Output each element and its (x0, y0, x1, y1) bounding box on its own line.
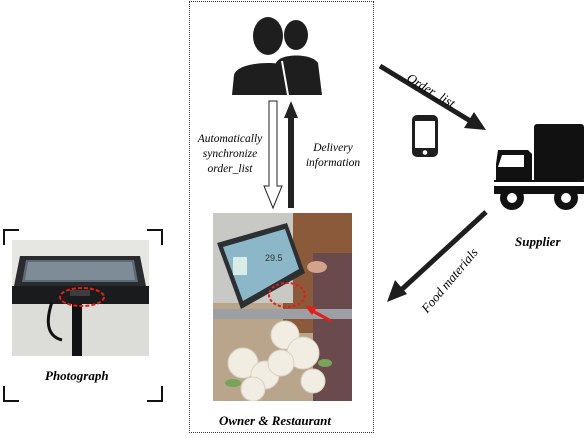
sync-down-arrow (263, 100, 283, 210)
photo-frame-corner-tr (147, 229, 163, 245)
supplier-label: Supplier (515, 234, 561, 249)
users-icon (232, 17, 322, 95)
device-photo (12, 240, 149, 356)
restaurant-scale-photo: 29.5 (213, 213, 352, 401)
photo-frame-corner-tl (3, 229, 19, 245)
delivery-up-arrow (284, 101, 298, 208)
photo-frame-corner-br (147, 386, 163, 402)
delivery-info-label: Delivery information (305, 142, 361, 169)
order-list-arrow (378, 63, 486, 130)
photograph-label: Photograph (45, 368, 109, 383)
photo-frame-corner-bl (3, 386, 19, 402)
owner-restaurant-container (189, 1, 374, 433)
auto-sync-label: Automatically synchronize order_list (197, 133, 263, 175)
delivery-truck-icon (494, 124, 586, 210)
scale-display-value: 29.5 (265, 253, 283, 263)
owner-restaurant-label: Owner & Restaurant (219, 413, 331, 428)
smartphone-icon (412, 115, 438, 157)
food-materials-arrow (387, 210, 488, 302)
